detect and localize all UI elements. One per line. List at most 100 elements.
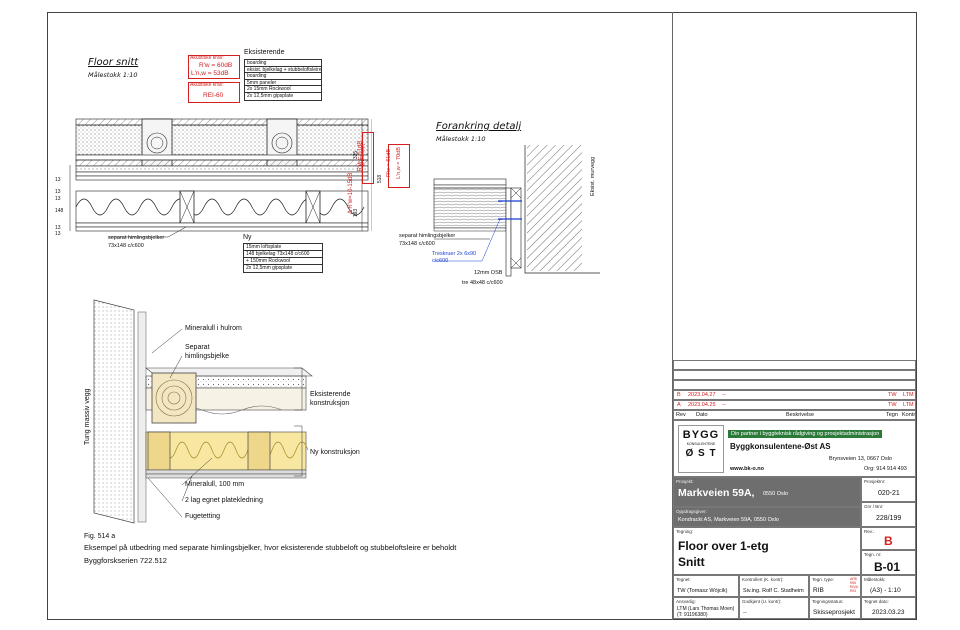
target-lnw: L'n,w = 70dB bbox=[395, 147, 402, 179]
new-layer: 148 bjelkelag 73x148 c/c600 bbox=[244, 251, 322, 258]
anchor-joist-label: separat himlingsbjelker bbox=[399, 233, 456, 239]
existing-layers-table: boarding eksist. bjelkelag + stubbelofts… bbox=[244, 59, 322, 101]
existing-layer: 2x 12,5mm gipsplate bbox=[247, 92, 294, 99]
revision-row: B 2023.04.27 -- TW LTM bbox=[673, 390, 916, 400]
checked-by-cell: Kontrollert (K. kontr): Siv.ing. Rolf C.… bbox=[739, 575, 809, 597]
anchor-detail-title: Forankring detalj bbox=[436, 121, 522, 132]
floor-section-scale: Målestokk 1:10 bbox=[88, 71, 138, 79]
new-layer: + 150mm Rockwool bbox=[244, 258, 322, 265]
acoustic-header: Akustiske krav: bbox=[190, 55, 224, 61]
drawing-label: Tegning: bbox=[676, 529, 694, 534]
date-header: Dato bbox=[696, 412, 708, 418]
figure-number: Fig. 514 a bbox=[84, 533, 116, 540]
left-dim: 13 bbox=[55, 231, 61, 237]
left-dim: 13 bbox=[55, 196, 61, 202]
illustration-label: Mineralull, 100 mm bbox=[185, 481, 245, 488]
fire-header: Akustiske krav: bbox=[190, 82, 224, 88]
bar-label: tre 48x48 c/c600 bbox=[462, 280, 503, 286]
drawn-by-cell: Tegnet: TW (Tomasz Wójcik) bbox=[673, 575, 739, 597]
company-block: BYGG KONSULENTENE Ø S T Din partner i by… bbox=[673, 420, 916, 477]
rev-header: Rev bbox=[676, 412, 686, 418]
company-logo: BYGG KONSULENTENE Ø S T bbox=[678, 425, 724, 473]
dim-193: 193 bbox=[353, 208, 360, 218]
rev-desc: -- bbox=[722, 402, 726, 408]
existing-layer: boarding bbox=[245, 73, 321, 80]
heavy-wall-label: Tung massiv vegg bbox=[84, 388, 91, 445]
type-code: RIB bbox=[850, 581, 856, 585]
existing-header: Eksisterende bbox=[244, 49, 285, 56]
responsible-cell: Ansvarlig: LTM (Lars Thomas Moen) (T: 91… bbox=[673, 597, 739, 619]
osb-label: 12mm OSB bbox=[474, 270, 503, 276]
new-header: Ny bbox=[243, 234, 252, 241]
client-cell: Oppdragsgiver: Kondracki AS, Markveien 5… bbox=[673, 507, 861, 527]
floor-section-title: Floor snitt bbox=[88, 57, 139, 68]
drawing-title-cell: Tegning: Floor over 1-etg Snitt bbox=[673, 527, 861, 575]
acoustic-lnw: L'n,w = 53dB bbox=[191, 70, 229, 77]
rev-checked: LTM bbox=[903, 402, 914, 408]
joist-size: 73x148 c/c600 bbox=[108, 243, 144, 249]
scale-label: Målestokk: bbox=[864, 577, 886, 582]
illustration-label: Mineralull i hulrom bbox=[185, 325, 242, 332]
project-number-cell: Prosjektnr: 020-21 bbox=[861, 477, 916, 502]
date-cell: Tegnet dato: 2023.03.23 bbox=[861, 597, 916, 619]
illustration-label: Fugetetting bbox=[185, 513, 221, 520]
company-web: www.bk-o.no bbox=[730, 466, 765, 472]
existing-layer: eksist. bjelkelag + stubbeloftsleire bbox=[245, 66, 322, 74]
logo-mid: KONSULENTENE bbox=[686, 442, 716, 446]
rev-letter: A bbox=[677, 402, 681, 408]
empty-rev-row bbox=[673, 370, 916, 380]
project-cell: Prosjekt: Markveien 59A, 0550 Oslo bbox=[673, 477, 861, 507]
drawing-number-label: Tegn. nr: bbox=[864, 552, 882, 557]
target-rw: R'w = 61dB bbox=[386, 148, 393, 178]
approved-cell: Godkjent (U. kontr): -- bbox=[739, 597, 809, 619]
drawing-number-cell: Tegn. nr: B-01 bbox=[861, 550, 916, 575]
project-name: Markveien 59A, bbox=[678, 487, 755, 499]
revision-row: A 2023.04.25 -- TW LTM bbox=[673, 400, 916, 410]
joist-label: separat himlingsbjelker bbox=[108, 235, 165, 241]
new-layer: 15mm loftsplate bbox=[244, 244, 322, 251]
client: Kondracki AS, Markveien 59A, 0550 Oslo bbox=[678, 517, 779, 523]
scale-cell: Målestokk: (A3) - 1:10 bbox=[861, 575, 916, 597]
dim-518: 518 bbox=[377, 174, 384, 184]
left-dim: 13 bbox=[55, 189, 61, 195]
company-org: Org: 914 914 493 bbox=[864, 466, 907, 472]
desc-header: Beskrivelse bbox=[786, 412, 815, 418]
scale: (A3) - 1:10 bbox=[870, 587, 901, 594]
drawn-by-label: Tegnet: bbox=[676, 577, 691, 582]
company-address: Brynsveien 13, 0667 Oslo bbox=[829, 456, 892, 462]
new-layer: 2x 12,5mm gipsplate bbox=[246, 265, 293, 271]
drawing-rev-label: Rev.: bbox=[864, 529, 875, 534]
drawing-title-2: Snitt bbox=[678, 555, 705, 569]
illustration-label: Eksisterende bbox=[310, 391, 351, 398]
existing-layer: 2x 15mm Rockwool bbox=[245, 86, 321, 93]
new-layers-table: 15mm loftsplate 148 bjelkelag 73x148 c/c… bbox=[243, 243, 323, 273]
floor-section-drawing bbox=[69, 118, 372, 232]
delta-rw: Δ R'w=10-15dB bbox=[348, 172, 354, 214]
type-code: ARK bbox=[850, 577, 858, 581]
rev-checked: LTM bbox=[903, 392, 914, 398]
left-dim: 13 bbox=[55, 225, 61, 231]
rev-letter: B bbox=[677, 392, 681, 398]
revision-header-row: Rev Dato Beskrivelse Tegn Kontr bbox=[673, 410, 916, 420]
screw-label: Treskruer 2x 6x90 bbox=[432, 251, 477, 257]
project-number-label: Prosjektnr: bbox=[864, 479, 886, 484]
illustration-label: konstruksjon bbox=[310, 400, 350, 407]
figure-source: Byggforskserien 722.512 bbox=[84, 556, 167, 565]
status-cell: Tegningsstatus: Skisseprosjekt bbox=[809, 597, 861, 619]
anchor-detail-drawing bbox=[433, 145, 600, 277]
anchor-detail-scale: Målestokk 1:10 bbox=[436, 135, 486, 143]
screw-spacing: c/c600 bbox=[432, 258, 449, 264]
drawing-number: B-01 bbox=[874, 560, 901, 574]
approved-label: Godkjent (U. kontr): bbox=[742, 599, 782, 604]
measured-rw-box: R'w = 51dB bbox=[357, 132, 374, 184]
title-block: B 2023.04.27 -- TW LTM A 2023.04.25 -- T… bbox=[673, 360, 916, 619]
drawing-title-1: Floor over 1-etg bbox=[678, 539, 769, 553]
wall-label: Eksist. murvegg bbox=[590, 156, 596, 196]
drawing-rev: B bbox=[884, 534, 893, 548]
logo-bottom: Ø S T bbox=[685, 448, 717, 459]
empty-rev-row bbox=[673, 360, 916, 370]
client-label: Oppdragsgiver: bbox=[676, 509, 707, 514]
drawing-type: RIB bbox=[813, 587, 824, 594]
company-tagline: Din partner i byggteknisk rådgiving og p… bbox=[728, 430, 883, 438]
illustration-label: himlingsbjelke bbox=[185, 353, 229, 360]
